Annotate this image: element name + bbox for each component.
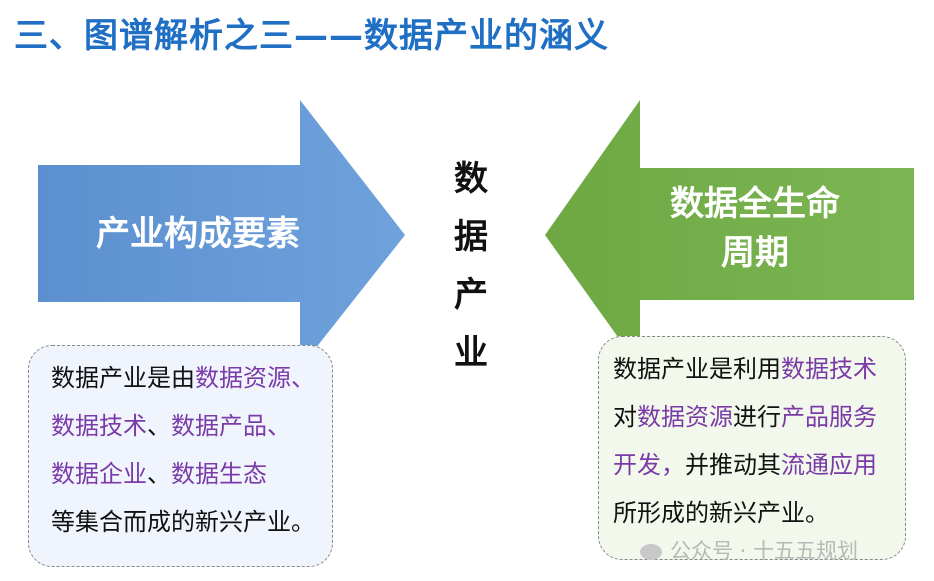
center-char: 业 (454, 333, 488, 373)
highlight-text: 数据技术 (51, 412, 147, 440)
highlight-text: 流通应用 (781, 451, 877, 479)
wechat-icon (640, 544, 662, 560)
text: 、 (147, 412, 171, 440)
text: 、 (147, 460, 171, 488)
left-arrow-shape (38, 100, 405, 368)
right-box-line4: 所形成的新兴产业。 (613, 499, 829, 527)
right-description-box: 数据产业是利用数据技术 对数据资源进行产品服务 开发，并推动其流通应用 所形成的… (598, 336, 906, 560)
highlight-text: 数据生态 (171, 460, 267, 488)
right-arrow-label: 数据全生命 周期 (620, 180, 890, 279)
left-description-box: 数据产业是由数据资源、 数据技术、数据产品、 数据企业、数据生态 等集合而成的新… (28, 345, 333, 567)
left-box-line4: 等集合而成的新兴产业。 (51, 508, 315, 536)
highlight-text: 数据企业 (51, 460, 147, 488)
watermark: 公众号 · 十五五规划 (640, 535, 858, 565)
right-box-line1: 数据产业是利用数据技术 (613, 345, 895, 393)
highlight-text: 数据资源 (637, 403, 733, 431)
page-title: 三、图谱解析之三——数据产业的涵义 (14, 16, 609, 56)
highlight-text: 产品服务 (781, 403, 877, 431)
watermark-text: 公众号 · 十五五规划 (670, 539, 859, 563)
left-box-line1: 数据产业是由数据资源、 (51, 354, 322, 402)
left-box-line2: 数据技术、数据产品、 (51, 402, 322, 450)
right-arrow-shape (545, 100, 914, 368)
left-box-line3: 数据企业、数据生态 (51, 450, 322, 498)
highlight-text: 数据技术 (781, 355, 877, 383)
right-box-line2: 对数据资源进行产品服务 (613, 393, 895, 441)
text: 数据产业是由 (51, 364, 195, 392)
text: 进行 (733, 403, 781, 431)
center-char: 据 (454, 217, 488, 257)
highlight-text: 数据资源、 (195, 364, 315, 392)
text: 数据产业是利用 (613, 355, 781, 383)
center-vertical-text: 数 据 产 业 (445, 150, 497, 382)
right-arrow-label-line2: 周期 (721, 233, 789, 274)
left-arrow-label: 产业构成要素 (96, 214, 300, 254)
right-box-line3: 开发，并推动其流通应用 (613, 441, 895, 489)
text: 并推动其 (685, 451, 781, 479)
right-arrow-label-line1: 数据全生命 (670, 184, 840, 224)
highlight-text: 开发， (613, 451, 685, 479)
center-char: 数 (454, 159, 488, 199)
text: 对 (613, 403, 637, 431)
highlight-text: 数据产品、 (171, 412, 291, 440)
center-char: 产 (454, 275, 488, 315)
